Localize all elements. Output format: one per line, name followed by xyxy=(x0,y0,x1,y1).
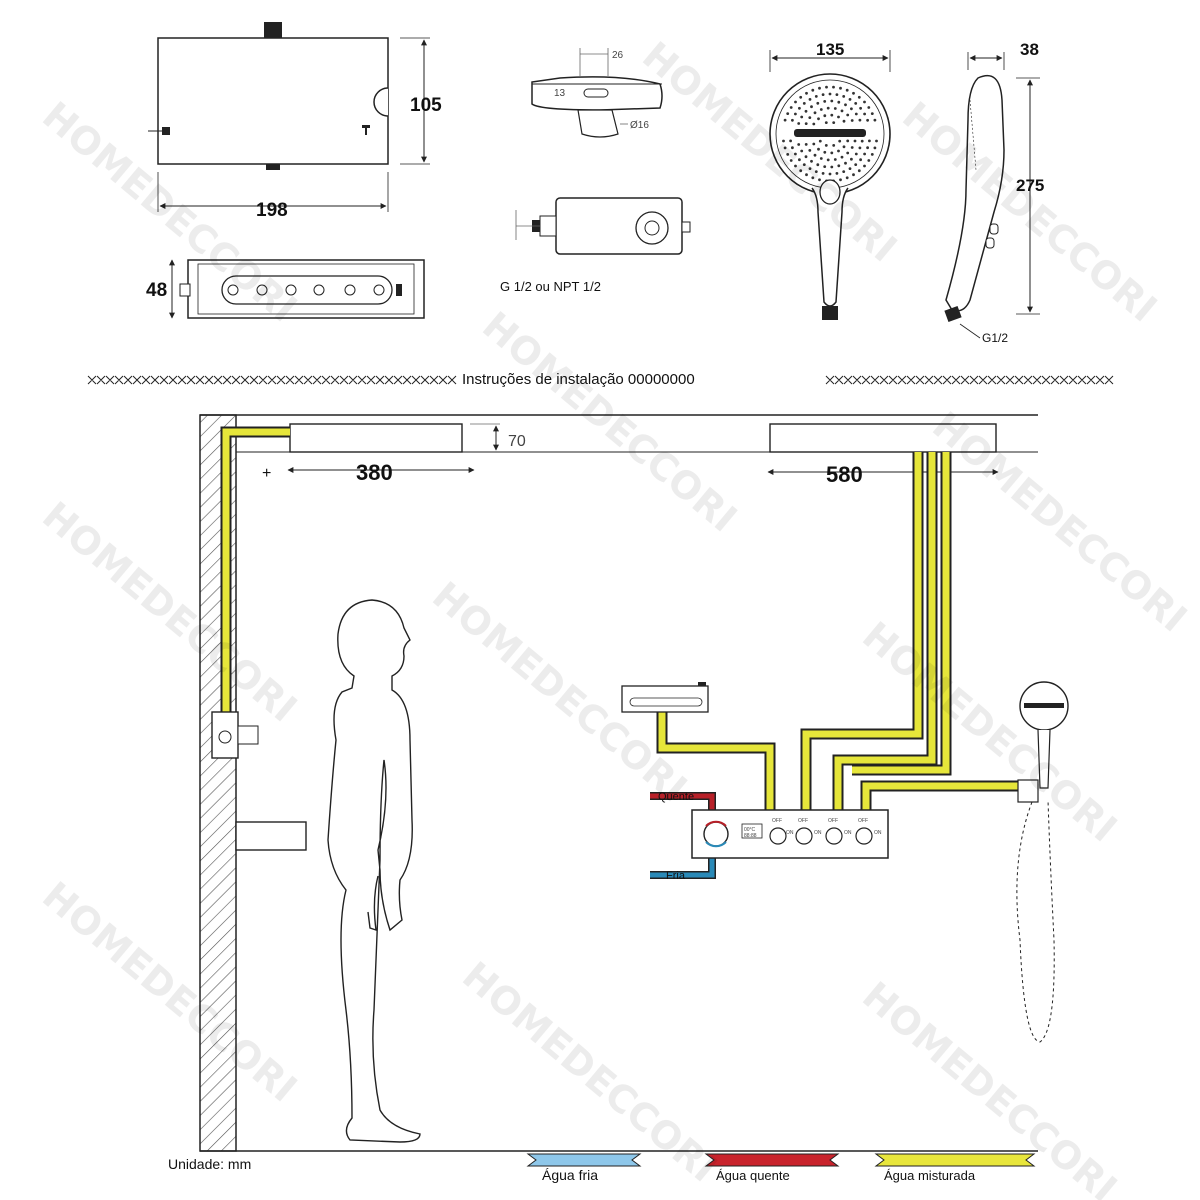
legend-swatch-cold xyxy=(526,1153,642,1167)
overhead-shower-1 xyxy=(289,423,463,453)
dim-handshower-width: 135 xyxy=(816,40,844,59)
button-3-on-label: ON xyxy=(844,830,852,836)
dim-overhead-drop: 70 xyxy=(508,433,526,450)
installation-heading: Instruções de instalação 00000000 xyxy=(462,371,695,388)
pipe-fill xyxy=(658,712,774,810)
overhead-shower-2 xyxy=(769,423,997,453)
pipe-fill xyxy=(802,452,922,810)
panel-front-view xyxy=(148,22,430,212)
button-1-off-label: OFF xyxy=(772,818,782,824)
legend-label-hot: Água quente xyxy=(716,1168,790,1183)
valve-body-view xyxy=(515,197,691,255)
dim-panel-height: 105 xyxy=(410,95,442,116)
button-3-off-label: OFF xyxy=(828,818,838,824)
watermark-text: HOMEDECCORI xyxy=(34,873,305,1110)
dim-small-valve-width: 26 xyxy=(612,50,624,61)
watermark-text: HOMEDECCORI xyxy=(474,303,745,540)
separator-left xyxy=(87,375,457,385)
pipe-fill xyxy=(222,428,290,712)
pipe-fill xyxy=(852,452,950,774)
legend-swatch-mixed xyxy=(874,1153,1036,1167)
wall-valve xyxy=(211,711,259,759)
pipe-fill xyxy=(862,782,1018,810)
panel-display-text: 00°C xyxy=(744,827,756,833)
legend xyxy=(526,1153,1036,1167)
legend-label-mixed: Água misturada xyxy=(884,1168,976,1183)
watermark-text: HOMEDECCORI xyxy=(34,493,305,730)
control-panel xyxy=(691,809,889,859)
dim-overhead-1-offset: 380 xyxy=(356,460,393,485)
legend-label-cold: Água fria xyxy=(542,1167,598,1183)
handshower-installed xyxy=(1016,681,1069,1043)
dim-handshower-depth: 38 xyxy=(1020,40,1039,59)
secondary-panel xyxy=(621,682,709,713)
button-2-on-label: ON xyxy=(814,830,822,836)
unit-note: Unidade: mm xyxy=(168,1156,251,1172)
button-2-off-label: OFF xyxy=(798,818,808,824)
handshower-front-view xyxy=(769,50,891,320)
svg-text:88:88: 88:88 xyxy=(744,833,757,839)
dim-small-valve-height: 13 xyxy=(554,88,566,99)
valve-thread-label: G 1/2 ou NPT 1/2 xyxy=(500,279,601,294)
wall-panel xyxy=(235,821,307,851)
button-4-on-label: ON xyxy=(874,830,882,836)
hot-inlet-pipe xyxy=(650,792,716,814)
pipe-outline xyxy=(860,780,1018,810)
handshower-side-view xyxy=(944,52,1040,339)
dim-handshower-length: 275 xyxy=(1016,176,1044,195)
button-1-on-label: ON xyxy=(786,830,794,836)
human-figure xyxy=(327,599,421,1143)
small-valve-view xyxy=(531,48,663,138)
dim-overhead-2-offset: 580 xyxy=(826,462,863,487)
panel-top-view xyxy=(169,259,425,319)
legend-swatch-hot xyxy=(704,1153,840,1167)
dim-panel-depth: 48 xyxy=(146,280,167,301)
mixed-water-pipes xyxy=(220,426,1018,810)
button-4-off-label: OFF xyxy=(858,818,868,824)
dim-plus-mark: + xyxy=(262,465,271,482)
hot-inlet-label: Quente xyxy=(658,791,694,803)
dim-panel-width: 198 xyxy=(256,200,288,221)
cold-inlet-label: Fria xyxy=(666,870,686,882)
dim-handshower-thread: G1/2 xyxy=(982,331,1008,345)
separator-right xyxy=(825,375,1114,385)
dim-small-valve-diameter: Ø16 xyxy=(630,120,649,131)
watermark-text: HOMEDECCORI xyxy=(924,403,1195,640)
pipe-fill xyxy=(834,452,936,810)
cold-inlet-pipe xyxy=(650,858,716,879)
